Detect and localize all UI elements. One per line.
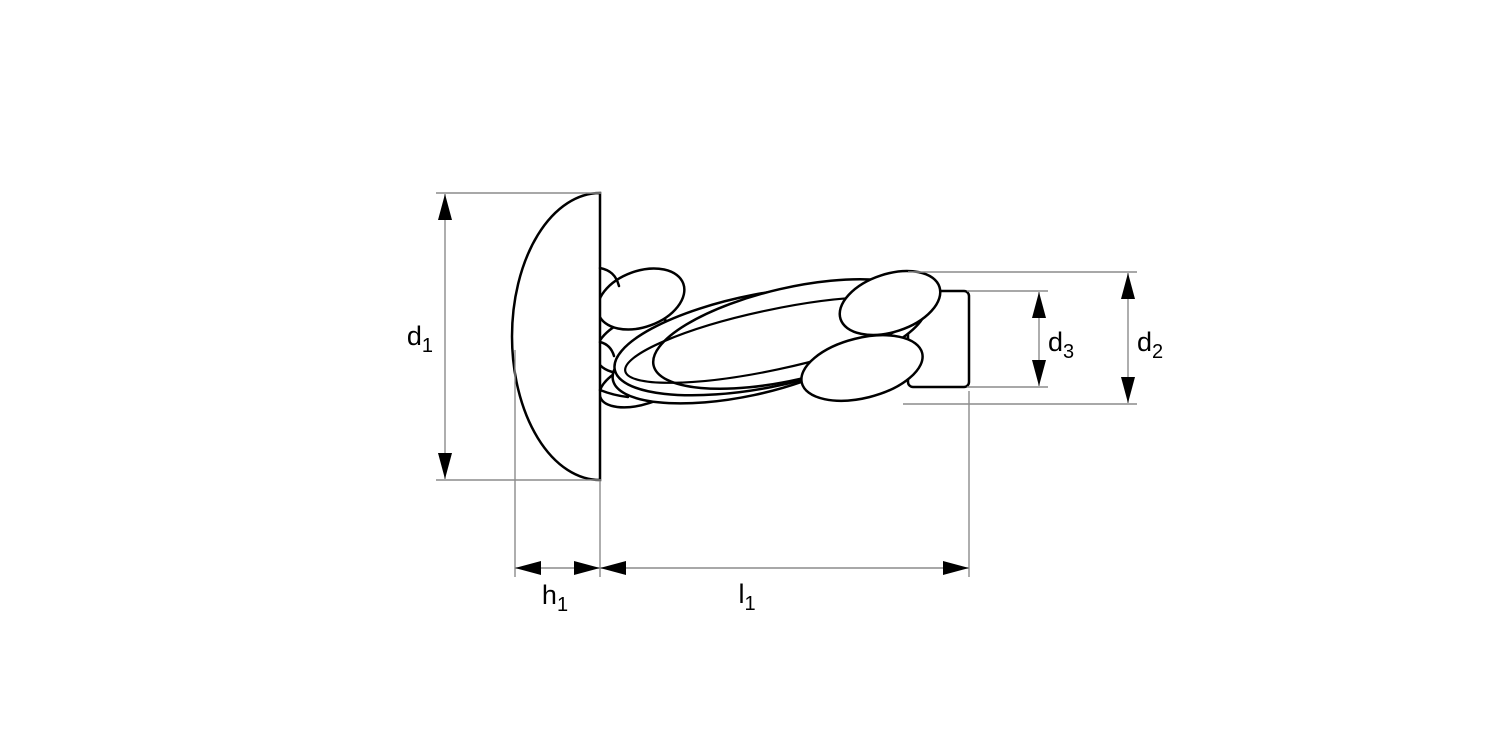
- neck-fillet-bottom: [598, 388, 630, 399]
- arrowhead-d1-bottom: [438, 453, 452, 479]
- screw-object: [510, 191, 971, 482]
- arrowhead-d3-bottom: [1032, 360, 1046, 386]
- dimensions: d1 h1 l1 d3 d2: [407, 192, 1163, 616]
- neck-fillet-middle: [598, 340, 616, 358]
- arrowhead-d2-top: [1121, 273, 1135, 299]
- label-h1: h1: [542, 580, 568, 616]
- label-d2: d2: [1137, 327, 1163, 363]
- arrowhead-h1-right: [574, 561, 600, 575]
- arrowhead-d2-bottom: [1121, 377, 1135, 403]
- arrowhead-h1-left: [515, 561, 541, 575]
- arrowhead-l1-left: [600, 561, 626, 575]
- label-d3: d3: [1048, 327, 1074, 363]
- shank-lobe: [800, 334, 924, 402]
- screw-shank-helix: [594, 267, 942, 409]
- label-d1: d1: [407, 321, 433, 357]
- arrowhead-d1-top: [438, 194, 452, 220]
- neck-fillet-top: [598, 266, 621, 288]
- arrowhead-d3-top: [1032, 292, 1046, 318]
- screw-head: [510, 191, 602, 482]
- label-l1: l1: [738, 579, 755, 615]
- shank-lobe-crest: [838, 269, 942, 337]
- arrowhead-l1-right: [943, 561, 969, 575]
